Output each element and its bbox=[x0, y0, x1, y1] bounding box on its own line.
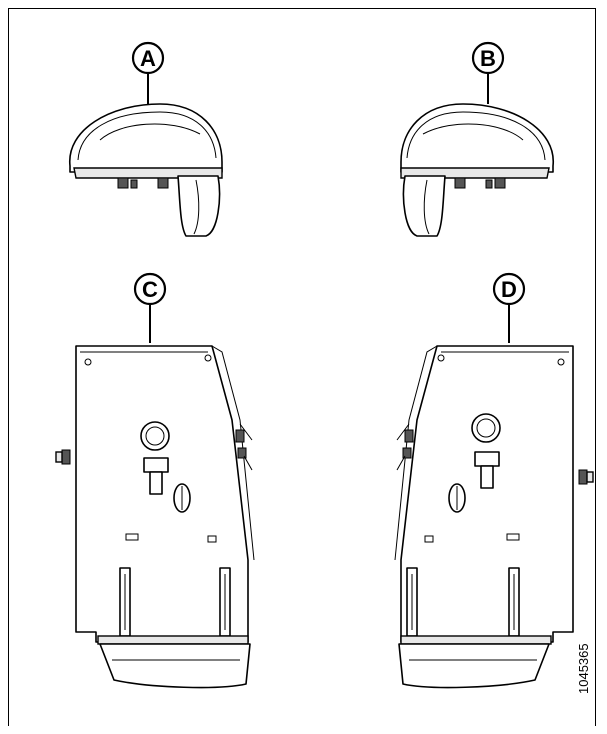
figure-number: 1045365 bbox=[576, 643, 591, 694]
callout-a-label: A bbox=[140, 46, 156, 71]
figure-frame bbox=[8, 8, 596, 726]
mounting-bracket-left bbox=[55, 345, 255, 689]
mounting-bracket-right bbox=[394, 345, 594, 689]
callout-d: D bbox=[492, 272, 526, 343]
light-lens-left bbox=[69, 103, 223, 237]
callout-b: B bbox=[471, 41, 505, 104]
callout-b-label: B bbox=[480, 46, 496, 71]
callout-c: C bbox=[133, 272, 167, 343]
callout-a: A bbox=[131, 41, 165, 104]
callout-c-label: C bbox=[142, 277, 158, 302]
light-lens-right bbox=[400, 103, 554, 237]
callout-d-label: D bbox=[501, 277, 517, 302]
